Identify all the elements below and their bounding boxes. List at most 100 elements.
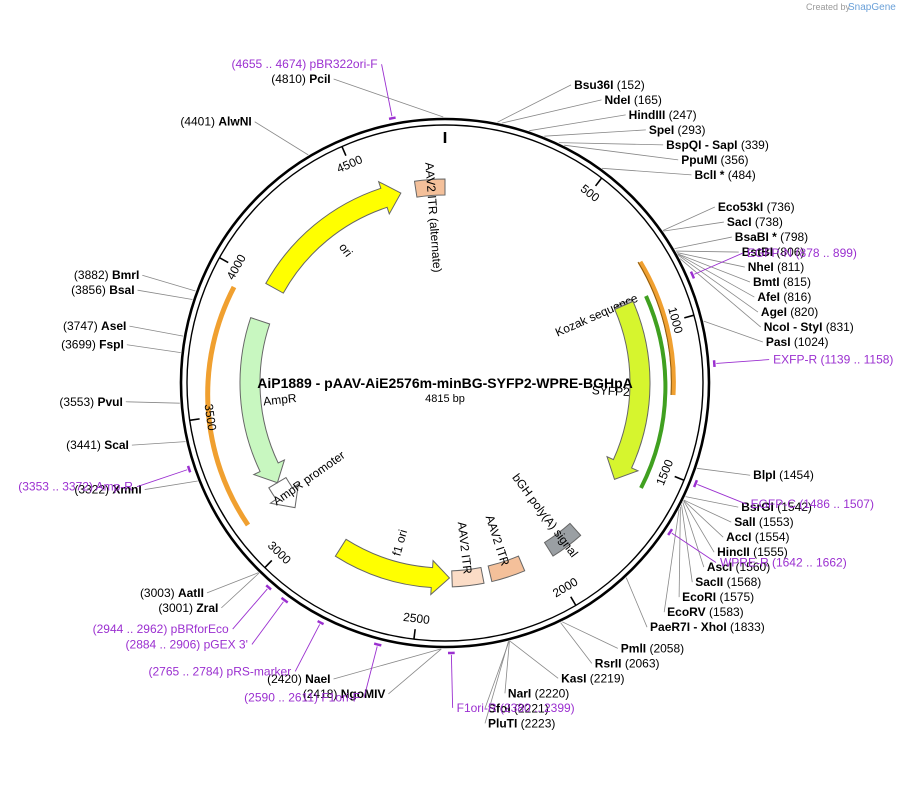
enzyme-leader-line — [126, 344, 181, 354]
enzyme-leader-line — [674, 236, 732, 250]
primer-leader-line — [232, 588, 268, 630]
enzyme-label-pasi: PasI (1024) — [766, 335, 829, 349]
enzyme-label-sali: SalI (1553) — [734, 515, 793, 529]
enzyme-label-pmli: PmlI (2058) — [621, 641, 684, 655]
enzyme-label-saci: SacI (738) — [727, 215, 783, 229]
tick-mark — [570, 596, 577, 606]
primer-pbrforeco-mark — [265, 584, 272, 591]
enzyme-leader-line — [254, 121, 309, 156]
enzyme-label-sacii: SacII (1568) — [695, 575, 761, 589]
enzyme-leader-line — [676, 252, 745, 268]
enzyme-leader-line — [131, 441, 186, 446]
enzyme-leader-line — [683, 499, 732, 523]
enzyme-leader-line — [696, 467, 751, 476]
enzyme-label-ppumi: PpuMI (356) — [681, 153, 748, 167]
enzyme-leader-line — [602, 167, 692, 176]
enzyme-leader-line — [501, 99, 602, 124]
primer-leader-line — [294, 624, 321, 672]
feature-aav2-itr-label: AAV2 ITR — [483, 513, 513, 568]
primer-pbr322ori-f-mark — [388, 116, 396, 121]
primer-leader-line — [450, 654, 454, 708]
enzyme-leader-line — [388, 648, 442, 695]
enzyme-leader-line — [529, 114, 626, 132]
feature-bgh-poly-a-signal-box — [543, 522, 582, 557]
primer-f1ori-r-label: F1ori-R (2380 .. 2399) — [457, 701, 575, 715]
enzyme-label-fspi: (3699) FspI — [61, 338, 124, 352]
feature-syfp2-arrow — [606, 300, 651, 481]
enzyme-label-afei: AfeI (816) — [757, 290, 811, 304]
primer-pbrforeco-label: (2944 .. 2962) pBRforEco — [93, 622, 229, 636]
tick-mark — [264, 559, 273, 569]
enzyme-label-sfoi: SfoI (2221) — [488, 701, 549, 715]
enzyme-leader-line — [558, 142, 664, 146]
enzyme-leader-line — [129, 325, 184, 337]
primer-exfp-r-label: EXFP-R (1139 .. 1158) — [773, 353, 893, 367]
enzyme-leader-line — [675, 250, 739, 253]
feature-aav2-itr-alternate-label: AAV2 ITR (alternate) — [422, 162, 444, 273]
enzyme-leader-line — [206, 572, 259, 594]
primer-egfp-n-mark — [689, 271, 696, 279]
enzyme-label-bmri: (3882) BmrI — [74, 268, 139, 282]
enzyme-leader-line — [221, 572, 260, 609]
primer-pgex-3-label: (2884 .. 2906) pGEX 3' — [126, 637, 248, 651]
tick-mark — [674, 475, 685, 482]
primer-pgex-3-mark — [280, 596, 289, 604]
enzyme-label-kasi: KasI (2219) — [561, 671, 624, 685]
feature-ampr-promoter-arrow — [268, 476, 300, 509]
tick-mark — [219, 256, 229, 264]
tick-label: 500 — [578, 182, 603, 205]
enzyme-leader-line — [678, 506, 681, 598]
enzyme-label-acci: AccI (1554) — [726, 530, 789, 544]
tick-mark — [341, 146, 347, 156]
enzyme-leader-line — [561, 621, 618, 649]
tick-mark — [413, 629, 416, 640]
enzyme-leader-line — [662, 206, 716, 231]
enzyme-leader-line — [142, 274, 196, 292]
plasmid-title: AiP1889 - pAAV-AiE2576m-minBG-SYFP2-WPRE… — [257, 375, 632, 391]
enzyme-label-ndei: NdeI (165) — [605, 93, 662, 107]
tick-mark — [594, 177, 603, 187]
enzyme-label-nari: NarI (2220) — [508, 686, 569, 700]
enzyme-leader-line — [484, 641, 509, 724]
ampr-cassette-arc — [205, 285, 251, 527]
enzyme-label-alwni: (4401) AlwNI — [180, 115, 251, 129]
enzyme-leader-line — [685, 496, 739, 508]
enzyme-label-bmti: BmtI (815) — [753, 275, 811, 289]
enzyme-label-bsrgi: BsrGI (1542) — [741, 500, 812, 514]
primer-egfp-c-mark — [692, 479, 699, 488]
enzyme-leader-line — [677, 253, 751, 283]
tick-mark — [189, 418, 200, 422]
wpre-arc-edge — [637, 261, 672, 396]
enzyme-label-bstbi: BstBI (806) — [742, 245, 805, 259]
tick-mark — [684, 314, 695, 319]
enzyme-label-ncoi-styi: NcoI - StyI (831) — [764, 320, 854, 334]
enzyme-label-nhei: NheI (811) — [748, 260, 804, 274]
enzyme-label-spei: SpeI (293) — [649, 123, 706, 137]
primer-f1ori-f-mark — [373, 642, 382, 647]
feature-syfp2-label: SYFP2 — [591, 383, 630, 399]
enzyme-label-bspqi-sapi: BspQI - SapI (339) — [666, 138, 769, 152]
snapgene-logo: SnapGene — [848, 2, 896, 13]
enzyme-label-scai: (3441) ScaI — [66, 438, 129, 452]
tick-label: 1500 — [653, 457, 676, 487]
enzyme-leader-line — [703, 320, 763, 343]
enzyme-leader-line — [663, 221, 724, 232]
enzyme-leader-line — [683, 500, 715, 553]
enzyme-leader-line — [497, 84, 572, 123]
feature-aav2-itr-box — [451, 566, 485, 588]
enzyme-leader-line — [544, 129, 646, 137]
enzyme-label-asci: AscI (1560) — [707, 560, 770, 574]
tick-label: 2000 — [550, 574, 580, 600]
primer-leader-line — [694, 252, 744, 275]
primer-prs-marker-mark — [317, 619, 325, 626]
primer-leader-line — [363, 646, 378, 698]
wpre-arc — [637, 260, 676, 396]
enzyme-label-bcli: BclI * (484) — [694, 168, 755, 182]
feature-ori-label: ori — [336, 240, 355, 259]
enzyme-label-blpi: BlpI (1454) — [753, 468, 814, 482]
enzyme-label-hindiii: HindIII (247) — [629, 108, 697, 122]
enzyme-label-asei: (3747) AseI — [63, 319, 126, 333]
enzyme-leader-line — [677, 253, 755, 298]
enzyme-leader-line — [509, 640, 559, 679]
